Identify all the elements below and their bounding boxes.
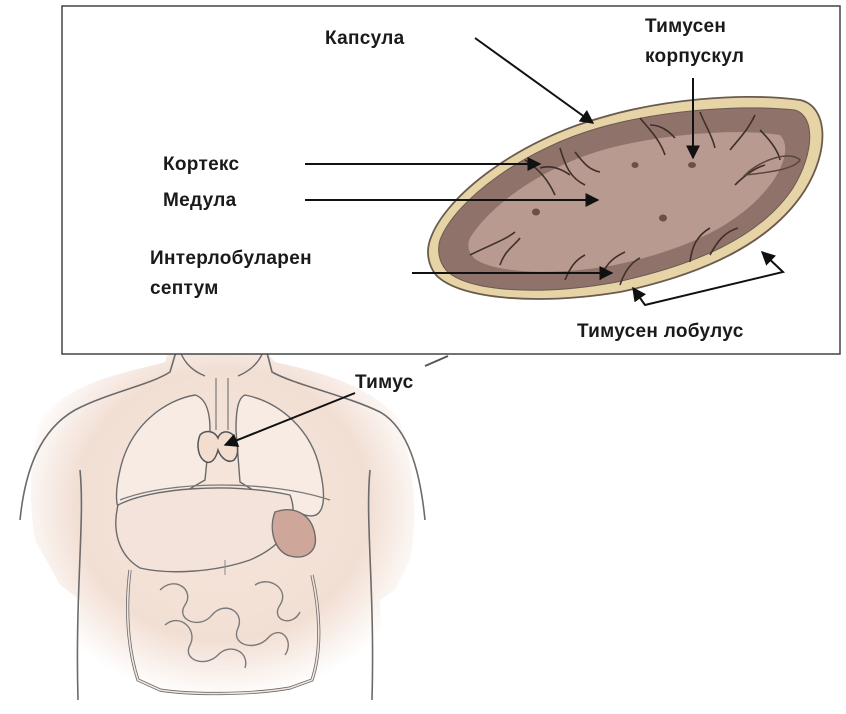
label-lobule: Тимусен лобулус <box>577 321 744 342</box>
label-septum-line1: Интерлобуларен <box>150 248 312 269</box>
label-thymus: Тимус <box>355 372 414 393</box>
label-capsule: Капсула <box>325 28 405 49</box>
torso-illustration <box>20 345 425 700</box>
label-septum-line2: септум <box>150 278 219 299</box>
label-corpuscle-line1: Тимусен <box>645 16 726 37</box>
label-medulla: Медула <box>163 190 237 211</box>
label-corpuscle-line2: корпускул <box>645 46 744 67</box>
inset-connector <box>425 356 448 366</box>
label-cortex: Кортекс <box>163 154 239 175</box>
